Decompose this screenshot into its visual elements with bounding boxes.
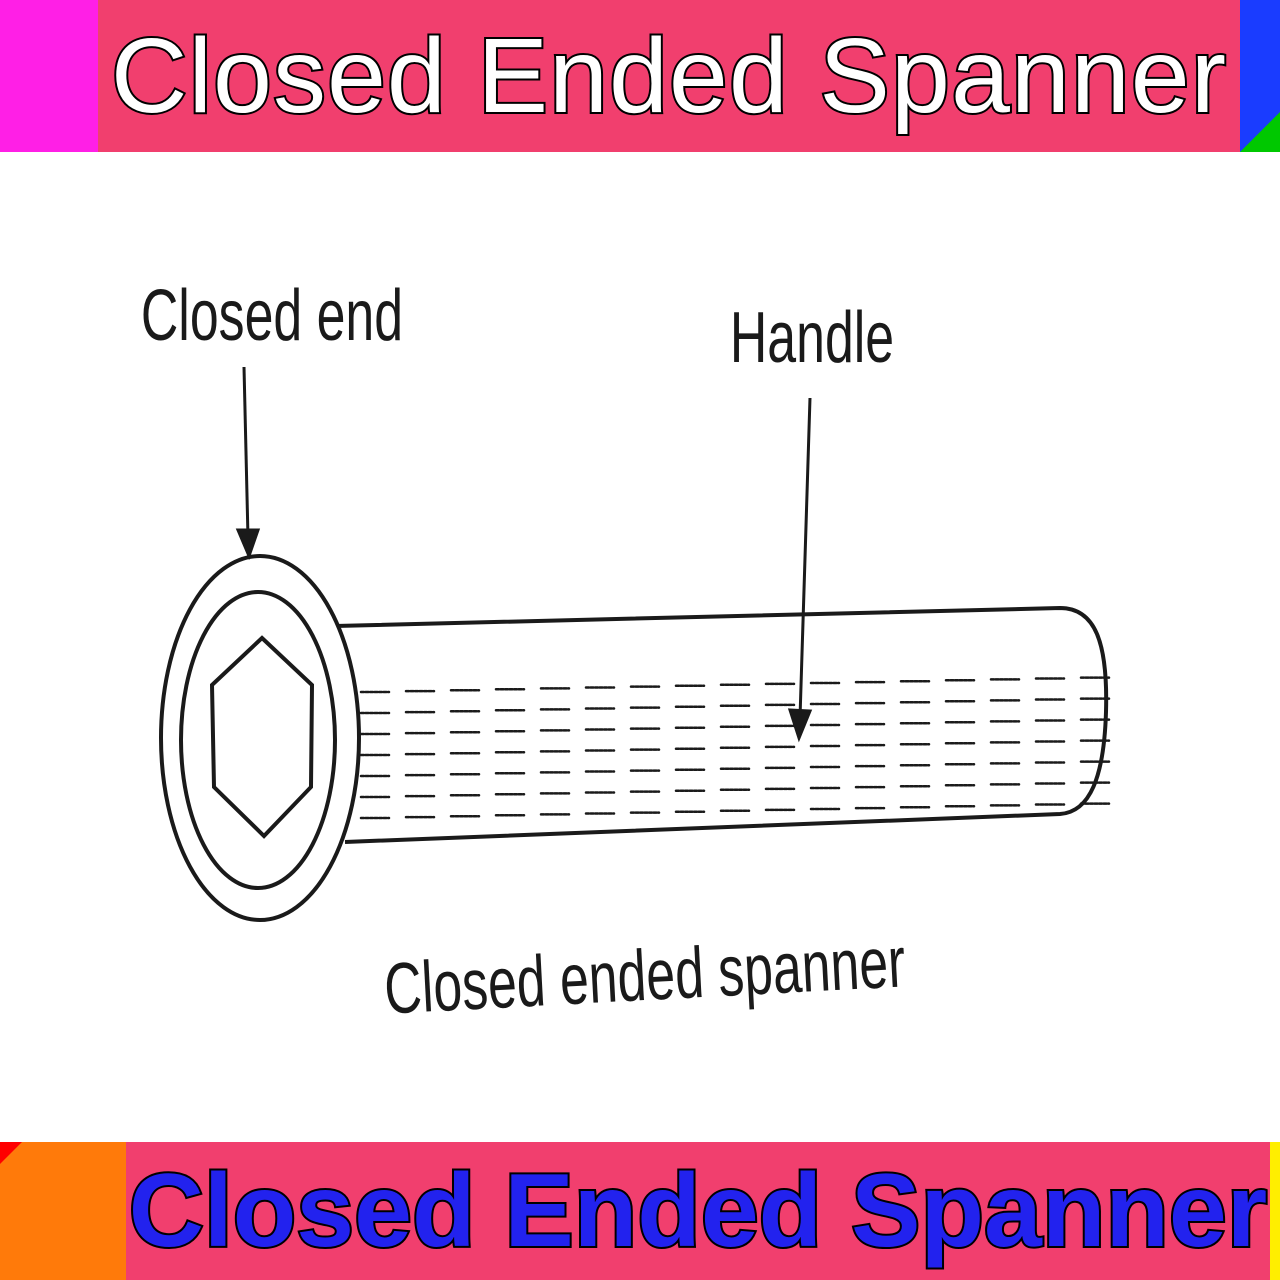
top-left-accent	[0, 0, 98, 152]
spanner-handle	[334, 605, 1109, 844]
spanner-diagram: Closed end Handle Closed ended spanner	[0, 152, 1280, 1142]
footer-title: Closed Ended Spanner	[127, 1153, 1269, 1269]
spanner-icon: Closed end Handle Closed ended spanner	[141, 276, 1111, 1030]
bottom-left-accent	[0, 1142, 126, 1280]
top-right-accent	[1240, 0, 1280, 152]
handle-label: Handle	[730, 298, 894, 378]
top-banner	[0, 0, 1280, 152]
closed-end-ring	[159, 554, 361, 922]
bottom-right-accent	[1270, 1142, 1280, 1280]
closed-end-label: Closed end	[141, 276, 403, 356]
hexagon-socket	[209, 635, 315, 839]
header-title: Closed Ended Spanner	[109, 17, 1228, 135]
diagram-caption: Closed ended spanner	[382, 922, 907, 1030]
bottom-banner	[0, 1142, 1280, 1280]
handle-arrow	[787, 397, 813, 743]
closed-end-arrow	[235, 366, 261, 561]
handle-grip-texture	[359, 676, 1111, 820]
bottom-left-corner-accent	[0, 1142, 22, 1164]
